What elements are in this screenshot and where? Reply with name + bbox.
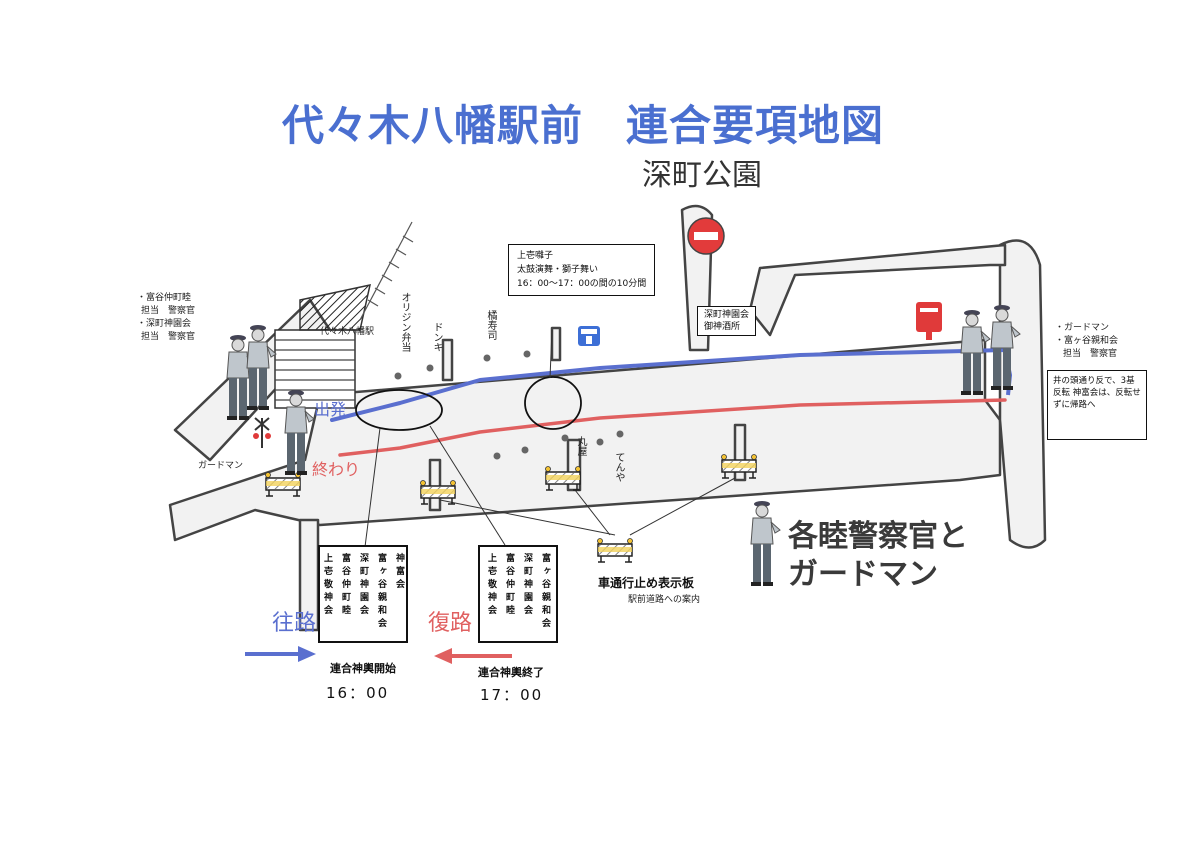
shrine-line: 深町神園会 [704,310,750,320]
left-note: 担当 警察官 [141,306,196,316]
barrier-icon [596,537,634,563]
leader-lines [364,329,736,548]
bottom-road-2 [428,458,442,512]
left-note: 担当 警察官 [141,332,196,342]
group-name: 富谷仲町睦 [504,553,514,618]
shop-tenya: てんや [613,452,624,482]
police-guard-line: ガードマン [788,557,938,592]
police-officer-icon [750,500,781,587]
top-road-2 [550,326,562,362]
station-label: 代々木八幡駅 [320,327,375,337]
shop-donki: ドンキ [431,322,442,352]
group-name: 富ヶ谷親和会 [540,553,550,631]
start-ellipse [355,389,443,431]
group-name: 富谷仲町睦 [340,553,350,618]
no-entry-sign-icon [687,217,725,255]
mailbox-icon [916,302,942,340]
shop-origin: オリジン弁当 [399,292,410,352]
police-guard-label: 各睦警察官と ガードマン [788,518,968,594]
right-notes: ・ガードマン ・富ヶ谷親和会 担当 警察官 [1055,322,1118,361]
shop-tachibana: 橘寿司 [485,310,496,340]
shrine-line: 御神酒所 [704,322,741,332]
end-label: 終わり [312,460,361,479]
barrier-label: 車通行止め表示板 [598,576,695,590]
upper-right-road [748,243,1007,337]
group-name: 神富会 [394,553,404,592]
right-note: ・富ヶ谷親和会 [1055,336,1119,346]
inbound-caption: 連合神輿終了 [478,666,544,679]
park-name: 深町公園 [642,158,762,193]
stop-dots [394,350,624,460]
group-name: 深町神園会 [358,553,368,618]
event-line: 16：00～17：00の間の10分間 [517,279,647,289]
right-note: 担当 警察官 [1063,349,1118,359]
right-note: ・ガードマン [1055,323,1110,333]
inbound-groups-box: 富ヶ谷親和会 深町神園会 富谷仲町睦 上壱敬神会 [478,545,558,643]
event-box: 上壱囃子 太鼓演舞・獅子舞い 16：00～17：00の間の10分間 [508,244,656,296]
inbound-time: 17：00 [480,686,544,704]
outbound-caption: 連合神輿開始 [330,662,396,675]
group-name: 富ヶ谷親和会 [376,553,386,631]
shrine-box: 深町神園会 御神酒所 [697,306,757,336]
group-name: 上壱敬神会 [322,553,332,618]
outbound-time: 16：00 [326,684,390,702]
event-line: 太鼓演舞・獅子舞い [517,265,599,275]
outbound-label: 往路 [272,611,317,636]
turnaround-note: 井の頭通り反で、3基反転 神富会は、反転せずに帰路へ [1047,370,1147,440]
right-vertical-road [998,239,1047,549]
page-title: 代々木八幡駅前 連合要項地図 [282,101,885,150]
inbound-label: 復路 [428,611,473,636]
start-label: 出発 [314,400,347,419]
group-name: 深町神園会 [522,553,532,618]
group-name: 上壱敬神会 [486,553,496,618]
inbound-route [338,398,1007,457]
top-road-1 [441,338,454,382]
barrier-sublabel: 駅前道路への案内 [628,595,701,605]
inbound-arrow [434,648,512,664]
railway-crossing-icon [253,417,271,448]
guardman-label: ガードマン [198,461,244,471]
event-ellipse [524,376,582,430]
event-line: 上壱囃子 [517,251,554,261]
left-note: ・深町神園会 [137,319,192,329]
lawson-sign-icon [578,326,600,346]
main-road [168,338,1002,542]
police-guard-line: 各睦警察官と [788,519,968,554]
shop-maruya: 丸屋 [575,436,586,456]
left-note: ・富谷仲町睦 [137,293,192,303]
outbound-arrow [245,646,316,662]
station-building [274,284,371,409]
left-notes: ・富谷仲町睦 担当 警察官 ・深町神園会 担当 警察官 [137,292,195,344]
railway-track [359,221,414,321]
outbound-groups-box: 神富会 富ヶ谷親和会 深町神園会 富谷仲町睦 上壱敬神会 [318,545,408,643]
